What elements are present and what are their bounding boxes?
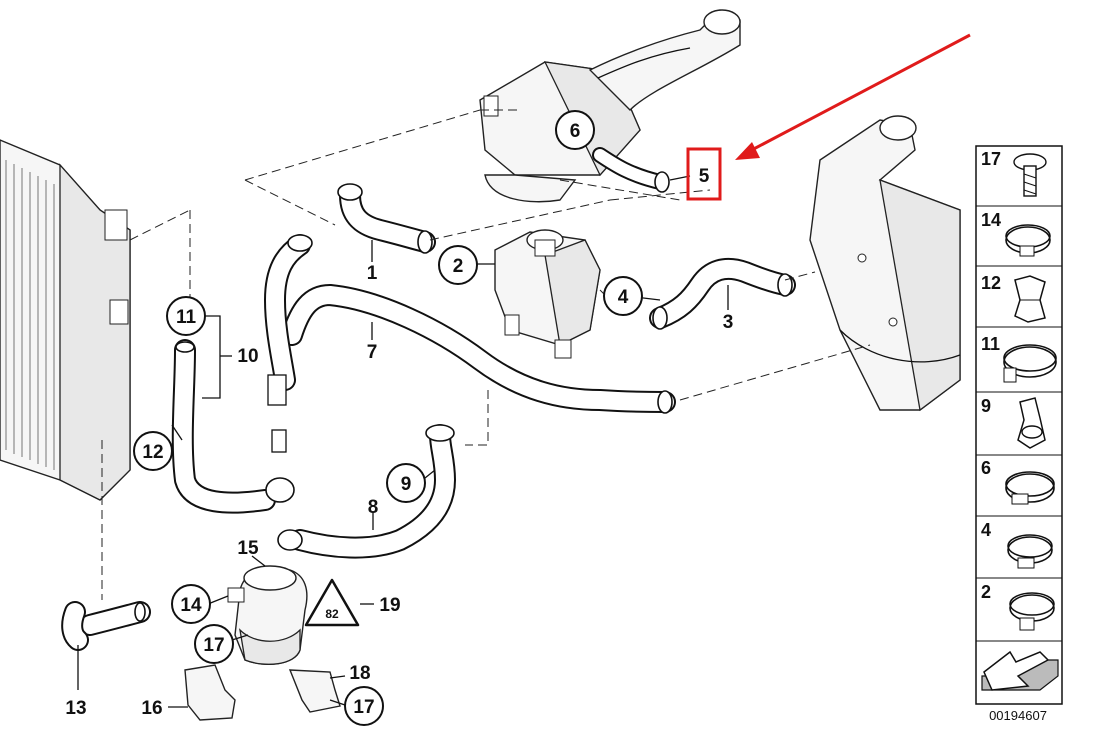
svg-text:6: 6 bbox=[570, 121, 581, 142]
callout-8: 8 bbox=[368, 497, 379, 518]
svg-text:14: 14 bbox=[180, 595, 202, 616]
callout-18: 18 bbox=[349, 663, 370, 684]
callout-9: 9 bbox=[386, 463, 426, 503]
callout-15: 15 bbox=[237, 538, 259, 559]
warning-label-icon: 82 bbox=[304, 578, 360, 627]
svg-text:12: 12 bbox=[142, 442, 163, 463]
svg-text:5: 5 bbox=[699, 166, 710, 187]
intake-duct-top bbox=[588, 9, 741, 111]
leader-lines bbox=[77, 134, 729, 708]
legend-9: 9 bbox=[981, 396, 991, 416]
highlight-arrow-icon bbox=[735, 33, 971, 160]
coolant-reservoir bbox=[494, 229, 601, 359]
fittings bbox=[134, 171, 793, 622]
bracket-18 bbox=[288, 669, 341, 713]
legend-14: 14 bbox=[981, 210, 1001, 230]
callout-10: 10 bbox=[237, 346, 258, 367]
callout-11: 11 bbox=[166, 296, 206, 336]
heat-exchanger bbox=[809, 115, 961, 412]
legend-6: 6 bbox=[981, 458, 991, 478]
legend-4: 4 bbox=[981, 520, 991, 540]
legend-17: 17 bbox=[981, 149, 1001, 169]
callout-6: 6 bbox=[555, 110, 595, 150]
electric-water-pump bbox=[227, 565, 308, 665]
callout-14: 14 bbox=[171, 584, 211, 624]
legend-2: 2 bbox=[981, 582, 991, 602]
callouts: 1 2 3 4 5 6 7 8 9 10 11 12 bbox=[65, 110, 734, 726]
callout-5-highlight: 5 bbox=[686, 147, 722, 201]
svg-text:82: 82 bbox=[325, 607, 339, 621]
callout-2: 2 bbox=[438, 245, 478, 285]
drawing-number: 00194607 bbox=[989, 708, 1047, 723]
svg-text:9: 9 bbox=[401, 474, 412, 495]
callout-7: 7 bbox=[367, 342, 378, 363]
svg-text:17: 17 bbox=[353, 697, 374, 718]
callout-13: 13 bbox=[65, 698, 86, 719]
bracket-16 bbox=[184, 664, 236, 721]
band-clamp-icon bbox=[1007, 534, 1053, 569]
spring-clamp-icon bbox=[1003, 344, 1057, 383]
callout-19: 19 bbox=[379, 595, 400, 616]
hose-clamp-icon bbox=[1005, 224, 1051, 257]
clip-icon bbox=[1014, 275, 1046, 323]
svg-text:11: 11 bbox=[176, 307, 197, 328]
svg-text:17: 17 bbox=[203, 635, 224, 656]
direction-arrow-icon bbox=[981, 650, 1059, 691]
callout-1: 1 bbox=[367, 263, 378, 284]
callout-3: 3 bbox=[723, 312, 734, 333]
callout-12: 12 bbox=[133, 431, 173, 471]
callout-17a: 17 bbox=[194, 624, 234, 664]
callout-16: 16 bbox=[141, 698, 162, 719]
svg-text:4: 4 bbox=[618, 287, 629, 308]
parts-legend: 17 14 12 11 9 6 4 2 bbox=[975, 145, 1063, 705]
reference-lines bbox=[101, 109, 871, 600]
ring-clamp-icon bbox=[1009, 592, 1055, 631]
radiator bbox=[0, 139, 131, 501]
legend-11: 11 bbox=[981, 334, 1000, 354]
worm-clamp-icon bbox=[1005, 471, 1055, 505]
callout-4: 4 bbox=[603, 276, 643, 316]
svg-text:2: 2 bbox=[453, 256, 464, 277]
retaining-clip-icon bbox=[1017, 397, 1046, 449]
callout-17b: 17 bbox=[344, 686, 384, 726]
bolt-icon bbox=[1013, 153, 1047, 197]
hoses bbox=[61, 147, 796, 651]
legend-12: 12 bbox=[981, 273, 1001, 293]
